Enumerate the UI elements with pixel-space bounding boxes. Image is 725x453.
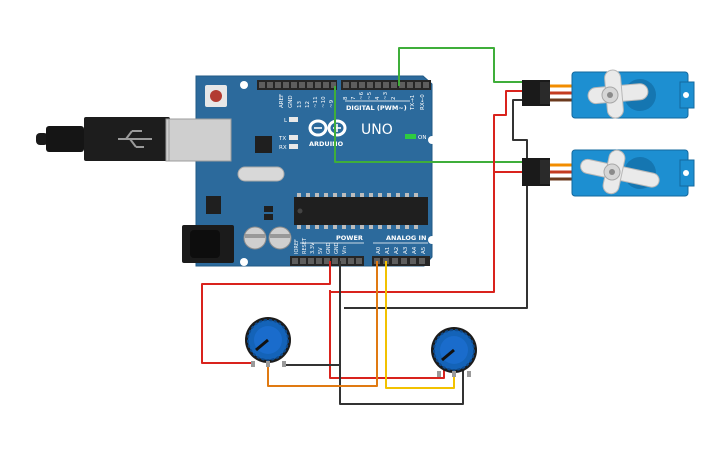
wire-black-gnd-pot-left[interactable] bbox=[286, 261, 341, 366]
svg-text:Vin: Vin bbox=[342, 246, 348, 254]
servo-horn bbox=[587, 69, 649, 119]
svg-text:5V: 5V bbox=[318, 247, 324, 254]
led-l bbox=[289, 117, 298, 122]
wire-red-servo-top[interactable] bbox=[493, 90, 524, 175]
arduino-logo-icon bbox=[308, 119, 347, 137]
header-top-holes bbox=[259, 82, 429, 88]
top-pin-labels: AREF GND 13 12 ~11 ~10 ~9 8 7 ~6 ~5 4 ~3… bbox=[279, 91, 426, 111]
on-label: ON bbox=[418, 135, 426, 141]
on-led bbox=[405, 134, 416, 139]
servo-horn bbox=[580, 149, 660, 195]
wire-red-servo-bottom[interactable] bbox=[330, 171, 524, 293]
wire-green-servo-bottom[interactable] bbox=[334, 86, 524, 163]
svg-text:RESET: RESET bbox=[302, 237, 308, 254]
svg-text:GND: GND bbox=[334, 242, 340, 254]
pin-label: 7 bbox=[351, 96, 357, 100]
pin-label: ~3 bbox=[383, 91, 389, 100]
usb-port bbox=[168, 118, 232, 162]
pin-label: ~10 bbox=[321, 96, 327, 108]
usb-chip bbox=[255, 136, 272, 153]
usb-icon bbox=[118, 130, 152, 148]
svg-text:A3: A3 bbox=[403, 246, 409, 254]
pin-label: 12 bbox=[305, 101, 311, 108]
pin-label: AREF bbox=[279, 94, 285, 108]
mounting-hole bbox=[240, 258, 248, 266]
pot-knob-indicator bbox=[441, 348, 455, 362]
analog-pin-labels: A0 A1 A2 A3 A4 A5 bbox=[376, 246, 427, 254]
pin-label: ~6 bbox=[359, 91, 365, 100]
led-l-label: L bbox=[284, 118, 288, 124]
svg-text:A0: A0 bbox=[376, 246, 382, 254]
board-model: UNO bbox=[361, 122, 393, 138]
svg-text:A5: A5 bbox=[421, 246, 427, 254]
pin-label: GND bbox=[288, 95, 294, 108]
potentiometer-left[interactable] bbox=[245, 317, 291, 367]
wire-yellow-a1[interactable] bbox=[385, 261, 455, 389]
wire-black-gnd-pot-right[interactable] bbox=[339, 300, 464, 405]
wire-black-servo-top[interactable] bbox=[512, 99, 528, 180]
arduino-board[interactable]: AREF GND 13 12 ~11 ~10 ~9 8 7 ~6 ~5 4 ~3… bbox=[168, 75, 436, 267]
wires bbox=[201, 47, 528, 405]
pin-label: 4 bbox=[375, 96, 381, 100]
pin-label: ~9 bbox=[329, 99, 335, 108]
pin-label: ~11 bbox=[313, 96, 319, 108]
svg-text:GND: GND bbox=[326, 242, 332, 254]
svg-text:A1: A1 bbox=[385, 247, 391, 254]
power-pin-labels: IOREF RESET 3.3V 5V GND GND Vin bbox=[294, 237, 348, 254]
wire-orange-a0[interactable] bbox=[267, 261, 378, 387]
pin-label: 13 bbox=[297, 101, 303, 108]
led-tx bbox=[289, 135, 298, 140]
pot-knob-indicator bbox=[255, 338, 269, 352]
pin-label: 2 bbox=[391, 97, 397, 101]
regulator bbox=[206, 196, 221, 214]
svg-text:IOREF: IOREF bbox=[294, 239, 300, 254]
atmega-chip bbox=[294, 193, 428, 229]
crystal bbox=[237, 166, 285, 182]
potentiometer-right[interactable] bbox=[431, 327, 477, 377]
svg-text:A4: A4 bbox=[412, 246, 418, 254]
reset-button[interactable] bbox=[205, 85, 227, 107]
led-rx-label: RX bbox=[279, 145, 287, 151]
mounting-hole bbox=[428, 136, 436, 144]
power-label: POWER bbox=[336, 234, 363, 242]
analog-label: ANALOG IN bbox=[386, 234, 426, 242]
pin-label: RX←0 bbox=[420, 94, 426, 110]
led-tx-label: TX bbox=[278, 136, 286, 142]
capacitor bbox=[268, 226, 292, 250]
pin-label: ~5 bbox=[367, 91, 373, 100]
svg-text:A2: A2 bbox=[394, 247, 400, 254]
servo-bottom[interactable] bbox=[522, 149, 695, 197]
pin-label: 8 bbox=[343, 96, 349, 100]
digital-label: DIGITAL (PWM~) bbox=[346, 104, 407, 112]
capacitor bbox=[243, 226, 267, 250]
led-rx bbox=[289, 144, 298, 149]
logo-text: ARDUINO bbox=[309, 140, 344, 148]
svg-text:3.3V: 3.3V bbox=[310, 242, 316, 254]
servo-top[interactable] bbox=[522, 69, 695, 119]
wire-green-servo-top[interactable] bbox=[398, 47, 524, 86]
mounting-hole bbox=[240, 81, 248, 89]
mounting-hole bbox=[428, 236, 436, 244]
pin-label: TX→1 bbox=[410, 95, 416, 111]
wire-red-5v-pot-left[interactable] bbox=[201, 261, 331, 364]
